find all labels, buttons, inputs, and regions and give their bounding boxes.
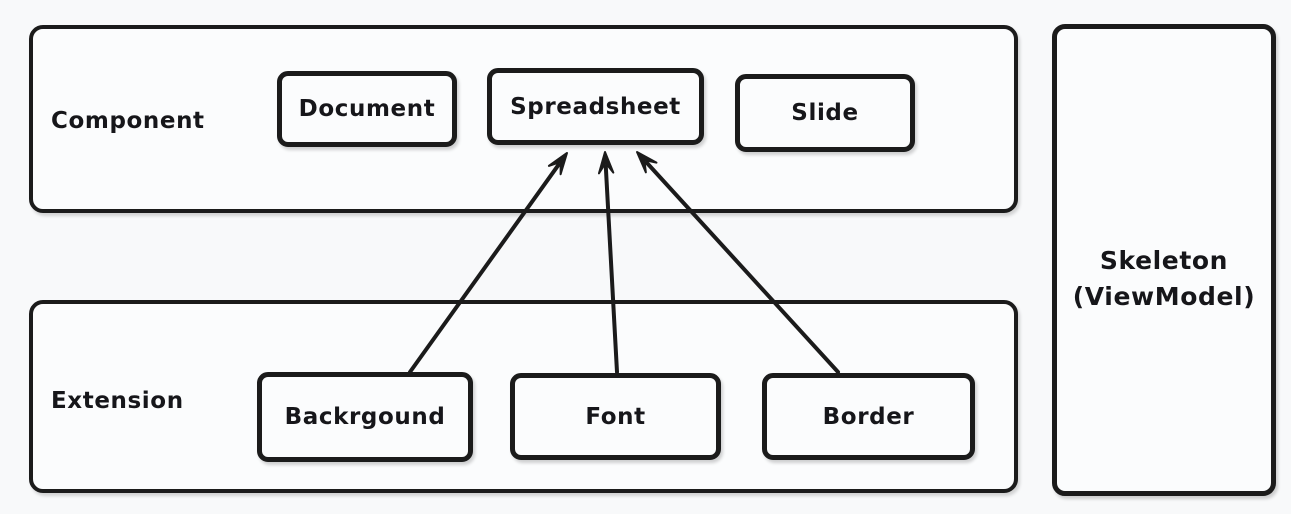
group-label-component: Component — [51, 108, 205, 134]
skeleton-panel[interactable]: Skeleton (ViewModel) — [1052, 24, 1276, 496]
node-label-slide: Slide — [791, 100, 859, 126]
node-slide[interactable]: Slide — [735, 74, 915, 152]
node-document[interactable]: Document — [277, 71, 457, 147]
node-spreadsheet[interactable]: Spreadsheet — [487, 68, 704, 145]
node-label-font: Font — [585, 403, 646, 430]
node-label-backrgound: Backrgound — [284, 404, 446, 430]
group-label-extension: Extension — [51, 388, 184, 414]
skeleton-panel-label: Skeleton (ViewModel) — [1072, 246, 1256, 311]
node-font[interactable]: Font — [510, 373, 721, 460]
node-label-document: Document — [298, 96, 436, 122]
node-border[interactable]: Border — [762, 373, 975, 460]
node-label-border: Border — [822, 403, 915, 430]
node-backrgound[interactable]: Backrgound — [257, 372, 473, 462]
node-label-spreadsheet: Spreadsheet — [510, 93, 681, 120]
